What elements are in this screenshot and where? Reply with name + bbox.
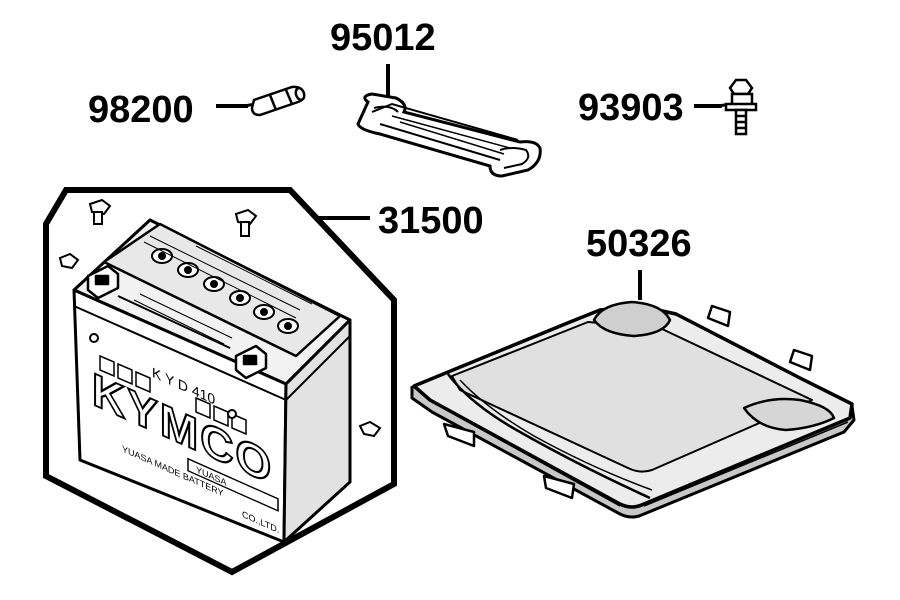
battery-top-handle-slot: [117, 295, 231, 349]
battery-front-glyph-marks: [99, 354, 247, 436]
rubber-strap-95012[interactable]: [356, 92, 542, 178]
battery-terminal-nut-left: [58, 252, 80, 270]
battery-terminal-positive: [234, 344, 268, 380]
part-number-98200[interactable]: 98200: [88, 89, 194, 131]
battery-front-screw-marks: [89, 333, 237, 419]
battery-terminal-screw-right: [234, 208, 258, 237]
part-number-50326[interactable]: 50326: [586, 223, 692, 265]
fuse-98200[interactable]: [243, 85, 306, 117]
battery-label-box: [187, 457, 279, 512]
battery-terminal-screw-left: [88, 198, 112, 225]
battery-kit-boundary: [43, 187, 397, 576]
battery-terminal-nut-right: [358, 420, 382, 438]
bolt-93903[interactable]: [715, 78, 758, 136]
part-number-31500[interactable]: 31500: [378, 200, 484, 242]
battery-top-fine-print: [133, 235, 313, 345]
leader-lines: [216, 64, 722, 300]
part-number-95012[interactable]: 95012: [330, 17, 436, 59]
part-number-93903[interactable]: 93903: [578, 87, 684, 129]
battery-cover-50326[interactable]: [410, 300, 856, 519]
battery-terminal-negative: [86, 264, 120, 300]
